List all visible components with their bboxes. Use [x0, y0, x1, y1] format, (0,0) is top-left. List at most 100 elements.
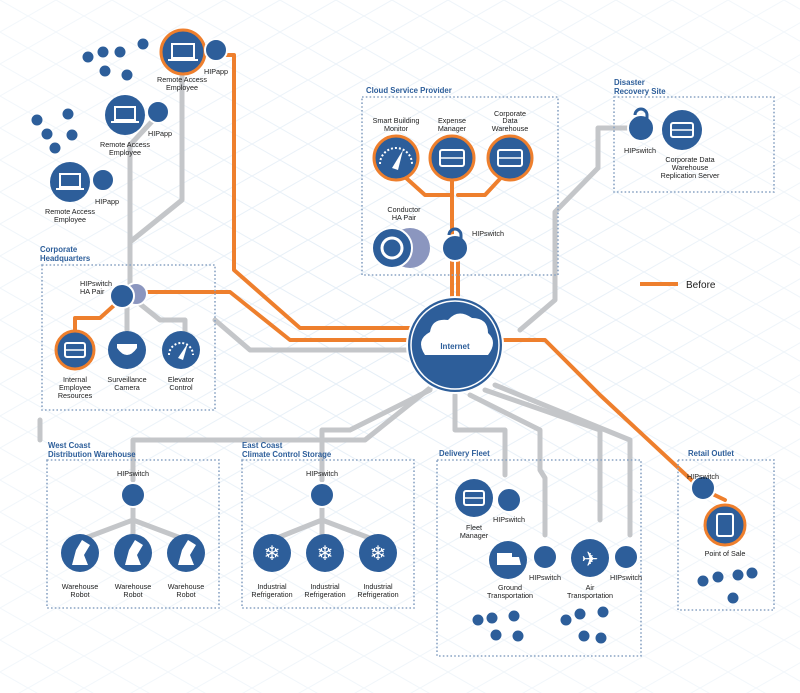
- east-hipswitch[interactable]: [309, 482, 335, 508]
- gauge-icon: [379, 147, 413, 165]
- smart-label-1: Smart Building: [373, 116, 420, 125]
- dr-hipswitch[interactable]: [627, 107, 655, 142]
- conductor-icon: [380, 236, 404, 260]
- cloud-icon: [421, 313, 493, 355]
- smart-building-monitor[interactable]: [372, 134, 420, 182]
- robot2-label-1: Warehouse: [115, 582, 152, 591]
- internal-employee-resources[interactable]: [54, 329, 96, 371]
- hq-hipswitch-ha-pair[interactable]: [109, 282, 148, 309]
- cloud-hipswitch[interactable]: [441, 227, 469, 262]
- airplane-icon: ✈: [582, 547, 599, 571]
- dr-site-box: [613, 96, 775, 193]
- west-hipswitch-label: HIPswitch: [117, 469, 149, 478]
- ground-label-2: Transportation: [487, 591, 533, 600]
- dr-server-label-1: Corporate Data: [665, 155, 714, 164]
- remote-employee-2[interactable]: [105, 95, 170, 135]
- hq-title-1: Corporate: [40, 245, 78, 254]
- retail-device-cluster: [696, 566, 759, 605]
- dr-replication-server[interactable]: [662, 110, 702, 150]
- robot-arm-icon: [178, 540, 196, 565]
- remote3-hipapp: HIPapp: [95, 197, 119, 206]
- dr-server-label-3: Replication Server: [661, 171, 720, 180]
- refrig3-label-2: Refrigeration: [357, 590, 398, 599]
- cloud-title: Cloud Service Provider: [366, 86, 452, 95]
- industrial-refrigeration-1[interactable]: ❄: [253, 534, 291, 572]
- robot-arm-icon: [72, 540, 90, 565]
- west-title-1: West Coast: [48, 441, 91, 450]
- industrial-refrigeration-3[interactable]: ❄: [359, 534, 397, 572]
- internal-label-1: Internal: [63, 375, 87, 384]
- remote-employee-3[interactable]: [50, 162, 115, 202]
- internet-node[interactable]: Internet: [406, 296, 504, 394]
- robot1-label-1: Warehouse: [62, 582, 99, 591]
- robot-arm-icon: [125, 540, 143, 565]
- ground-hipswitch-label: HIPswitch: [529, 573, 561, 582]
- refrig2-label-1: Industrial: [310, 582, 340, 591]
- east-title-1: East Coast: [242, 441, 283, 450]
- internet-label: Internet: [440, 342, 470, 351]
- refrig1-label-1: Industrial: [257, 582, 287, 591]
- hq-title-2: Headquarters: [40, 254, 91, 263]
- ground-label-1: Ground: [498, 583, 522, 592]
- cdw-label-2: Data: [502, 116, 517, 125]
- fleet-hipswitch[interactable]: [496, 487, 522, 513]
- point-of-sale[interactable]: [703, 503, 747, 547]
- conductor-ha-pair[interactable]: [371, 227, 430, 269]
- fleet-device-cluster: [471, 605, 610, 645]
- warehouse-robot-3[interactable]: [167, 534, 205, 572]
- retail-box: [677, 459, 775, 611]
- industrial-refrigeration-2[interactable]: ❄: [306, 534, 344, 572]
- robot3-label-2: Robot: [176, 590, 195, 599]
- robot2-label-2: Robot: [123, 590, 142, 599]
- conductor-label-2: HA Pair: [392, 213, 417, 222]
- cloud-provider-box: [361, 96, 559, 276]
- warehouse-robot-1[interactable]: [61, 534, 99, 572]
- west-hipswitch[interactable]: [120, 482, 146, 508]
- dr-server-label-2: Warehouse: [672, 163, 709, 172]
- tablet-icon: [716, 513, 734, 537]
- remote1-hipapp: HIPapp: [204, 67, 228, 76]
- cloud-hipswitch-label: HIPswitch: [472, 229, 504, 238]
- hq-hipswitch-label-1: HIPswitch: [80, 279, 112, 288]
- air-transportation[interactable]: ✈: [571, 539, 639, 577]
- expense-manager[interactable]: [428, 134, 476, 182]
- fleet-manager[interactable]: [455, 479, 493, 517]
- refrig1-label-2: Refrigeration: [251, 590, 292, 599]
- refrig3-label-1: Industrial: [363, 582, 393, 591]
- fleet-box: [436, 459, 642, 657]
- remote2-hipapp: HIPapp: [148, 129, 172, 138]
- remote1-label-1: Remote Access: [157, 75, 207, 84]
- retail-hipswitch[interactable]: [690, 475, 716, 501]
- camera-icon: [117, 344, 137, 355]
- elevator-control[interactable]: [162, 331, 200, 369]
- refrig2-label-2: Refrigeration: [304, 590, 345, 599]
- snowflake-icon: ❄: [370, 541, 387, 565]
- air-label-2: Transportation: [567, 591, 613, 600]
- elevator-label-2: Control: [169, 383, 193, 392]
- cdw-label-3: Warehouse: [492, 124, 529, 133]
- remote-employee-1[interactable]: [159, 28, 228, 76]
- east-hipswitch-label: HIPswitch: [306, 469, 338, 478]
- east-title-2: Climate Control Storage: [242, 450, 332, 459]
- camera-label-1: Surveillance: [107, 375, 146, 384]
- elevator-label-1: Elevator: [168, 375, 195, 384]
- conductor-label-1: Conductor: [387, 205, 421, 214]
- remote3-label-1: Remote Access: [45, 207, 95, 216]
- lock-icon: [633, 107, 649, 120]
- remote2-label-1: Remote Access: [100, 140, 150, 149]
- camera-label-2: Camera: [114, 383, 140, 392]
- corporate-data-warehouse[interactable]: [486, 134, 534, 182]
- snowflake-icon: ❄: [317, 541, 334, 565]
- truck-icon: [497, 553, 521, 565]
- remote1-label-2: Employee: [166, 83, 198, 92]
- remote2-label-2: Employee: [109, 148, 141, 157]
- cdw-label-1: Corporate: [494, 109, 526, 118]
- ground-transportation[interactable]: [489, 541, 558, 579]
- fleet-manager-label-1: Fleet: [466, 523, 482, 532]
- warehouse-robot-2[interactable]: [114, 534, 152, 572]
- smart-label-2: Monitor: [384, 124, 409, 133]
- remote-device-cluster: [30, 37, 150, 155]
- retail-hipswitch-label: HIPswitch: [687, 472, 719, 481]
- surveillance-camera[interactable]: [108, 331, 146, 369]
- legend-before-label: Before: [686, 280, 716, 291]
